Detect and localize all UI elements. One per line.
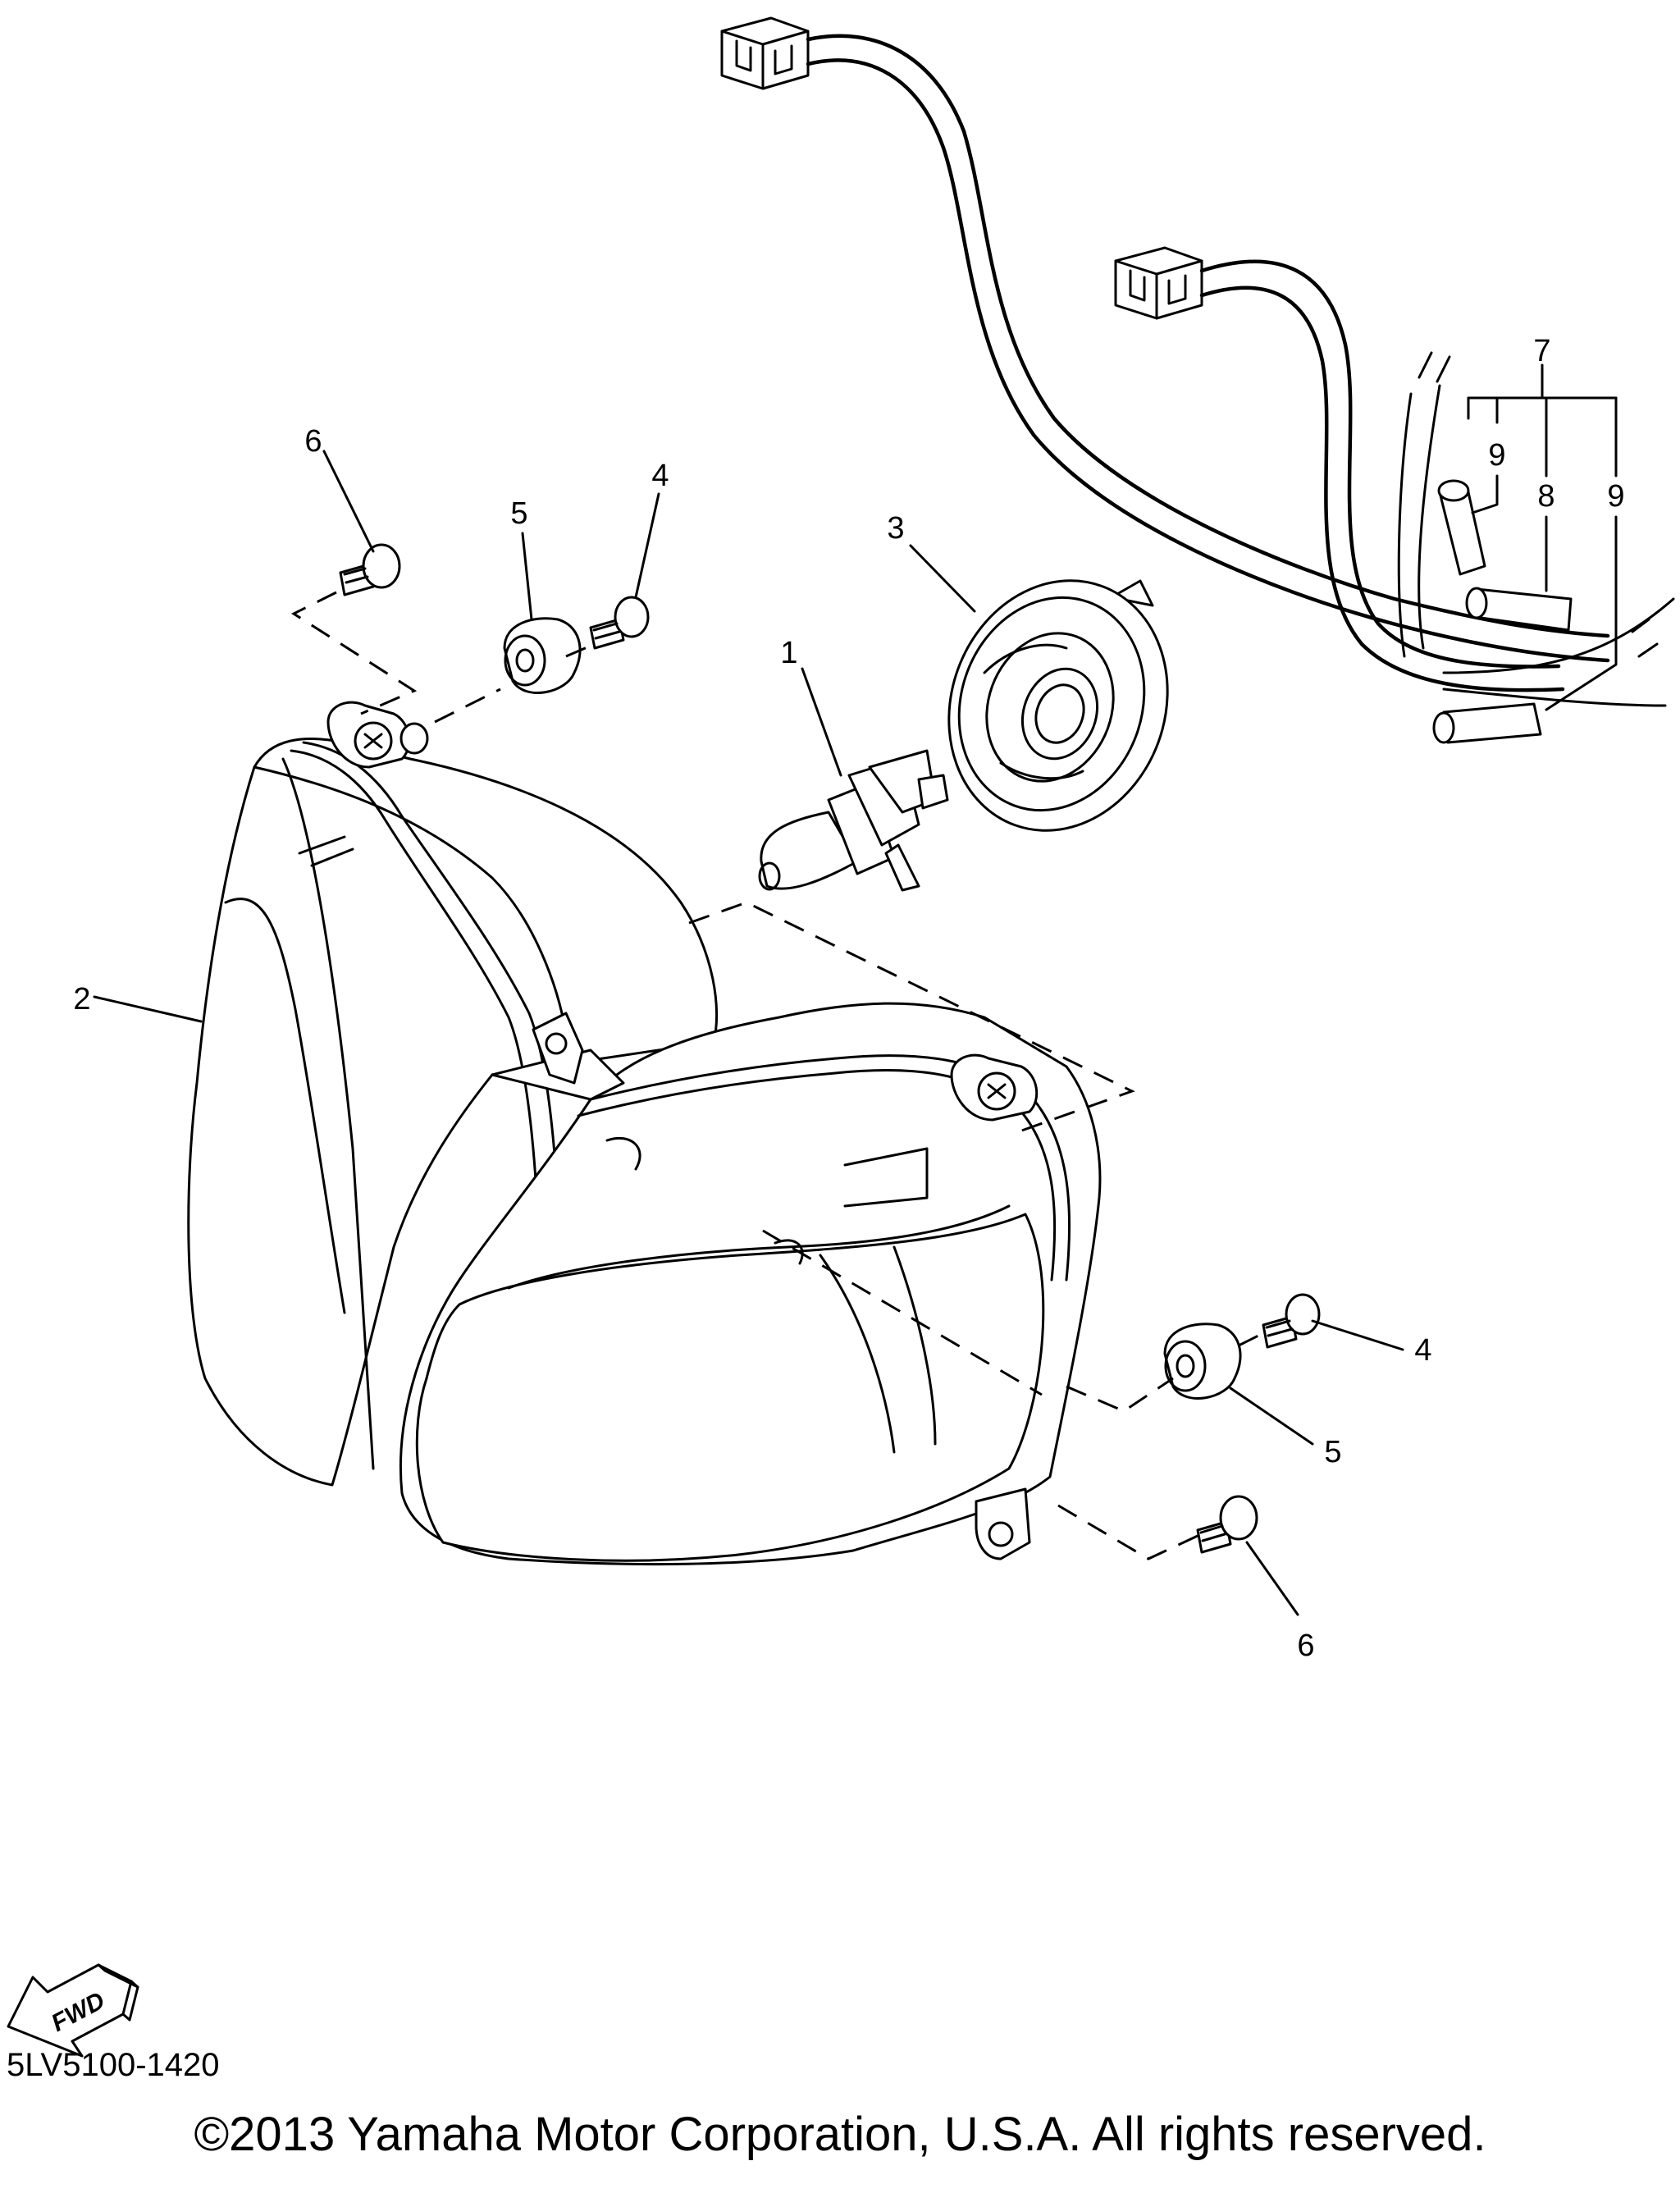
callout-grommet-upper: 5 xyxy=(510,496,527,531)
upper-screw-4 xyxy=(589,596,650,650)
wire-sleeve-8 xyxy=(1465,587,1573,632)
upper-fastener-nub xyxy=(399,722,429,755)
mount-tab-center xyxy=(532,1012,584,1085)
callout-lead-wire-center: 8 xyxy=(1537,479,1554,514)
callout-bulb-cover: 3 xyxy=(887,511,904,546)
assembly-dashed-lines xyxy=(290,591,1264,1560)
lower-connector xyxy=(1114,246,1203,320)
callout-lead-wire-right: 9 xyxy=(1607,479,1624,514)
mount-tab-right xyxy=(950,1053,1039,1122)
bulb-cover xyxy=(947,579,1169,832)
wire-sleeve-9-left xyxy=(1437,479,1486,576)
callout-bolt-lower: 6 xyxy=(1297,1629,1314,1663)
copyright-notice: ©2013 Yamaha Motor Corporation, U.S.A. A… xyxy=(194,2108,1486,2161)
wire-harness xyxy=(720,16,1675,744)
fwd-arrow-icon: FWD xyxy=(7,1963,139,2058)
upper-grommet-5 xyxy=(503,617,582,694)
callout-bolt-upper: 6 xyxy=(304,424,322,459)
headlight-bulb xyxy=(758,749,949,892)
callout-screw-lower: 4 xyxy=(1414,1333,1431,1368)
lower-grommet-5 xyxy=(1163,1323,1242,1400)
callout-lead-wire-left: 9 xyxy=(1488,438,1505,473)
headlight-assembly xyxy=(187,701,1102,1566)
callout-bulb: 1 xyxy=(780,636,797,670)
wire-sleeve-9-right xyxy=(1432,702,1542,744)
callout-labels: 1 2 3 4 5 6 7 9 8 9 4 5 6 xyxy=(73,334,1624,1663)
callout-lead-wire-group: 7 xyxy=(1533,334,1550,368)
callout-headlight-assembly: 2 xyxy=(73,982,90,1017)
lower-screw-4 xyxy=(1262,1293,1321,1349)
callout-screw-upper: 4 xyxy=(651,459,669,493)
lower-bolt-6 xyxy=(1196,1495,1258,1554)
diagram-code: 5LV5100-1420 xyxy=(7,2047,220,2083)
upper-bolt-6 xyxy=(339,543,401,596)
callout-grommet-lower: 5 xyxy=(1324,1435,1341,1469)
leader-lines xyxy=(93,363,1618,1616)
mount-tab-lower xyxy=(975,1487,1031,1560)
upper-connector xyxy=(720,16,810,90)
